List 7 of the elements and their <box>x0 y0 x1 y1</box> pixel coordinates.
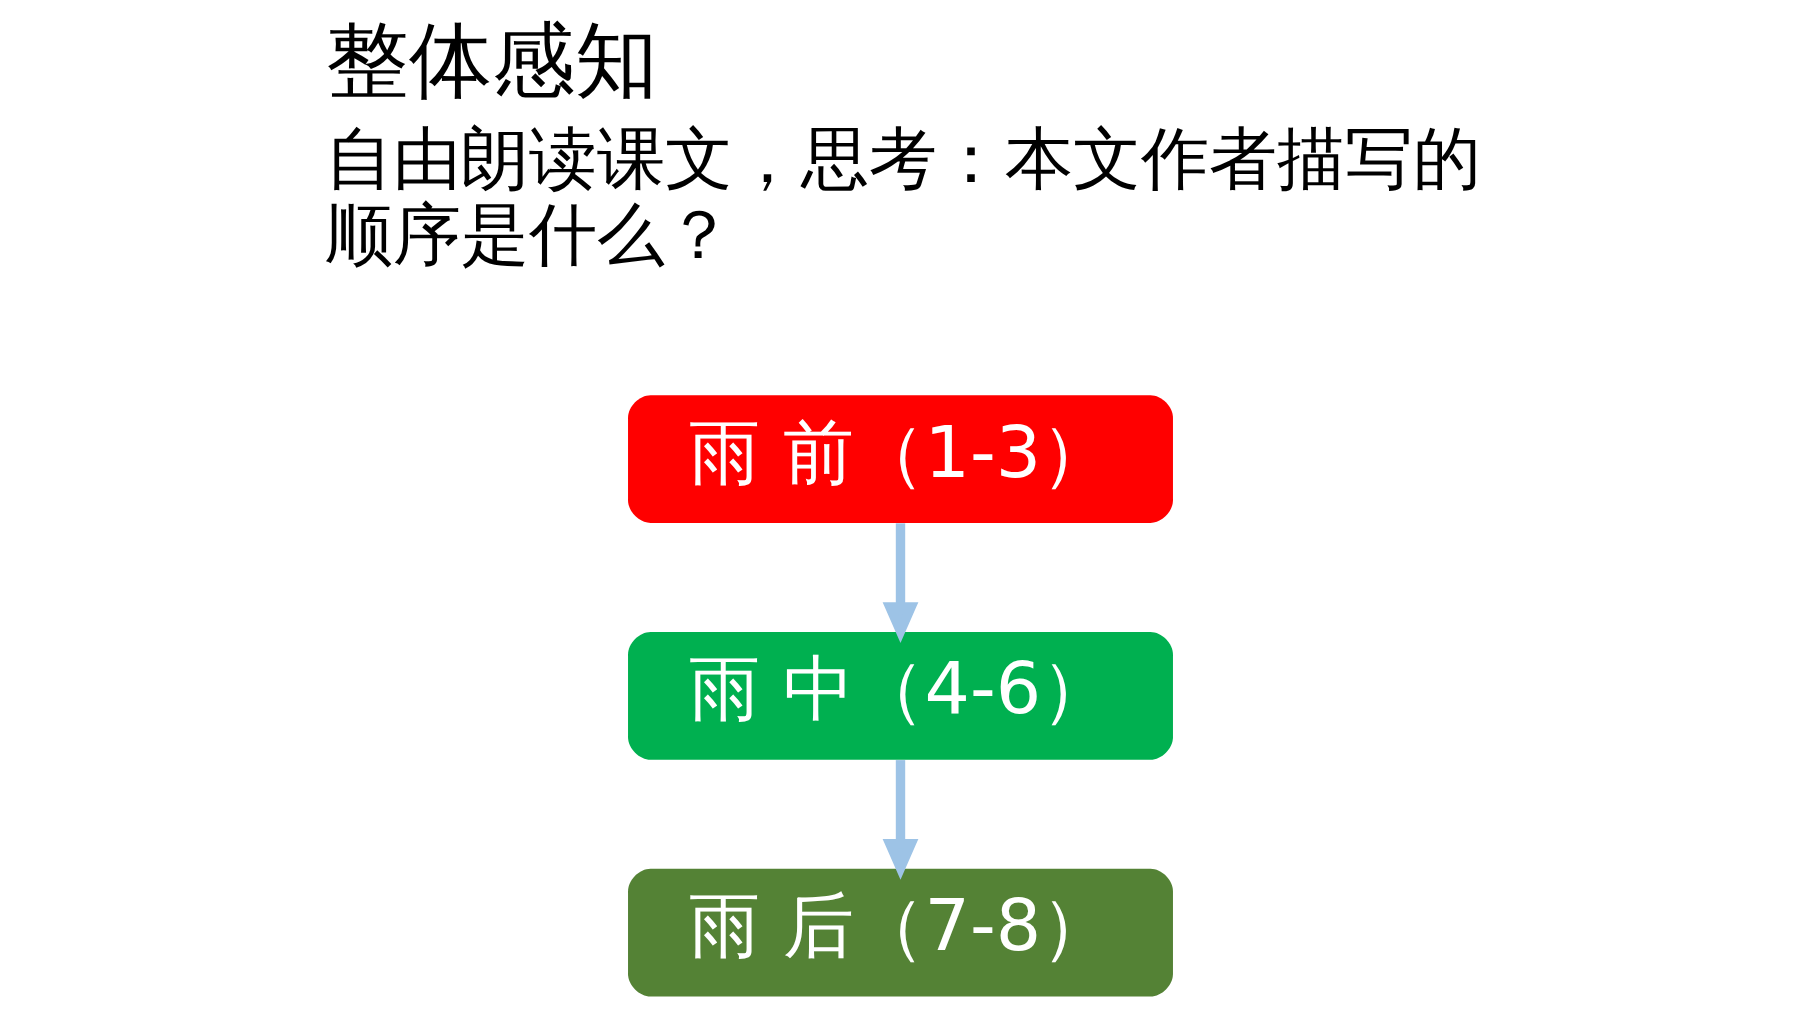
label: 自由朗读课文，思考：本文作者描写的顺序是什么？ <box>324 119 1481 274</box>
arrow <box>882 760 918 880</box>
node-box: 雨 后（7-8） <box>627 868 1173 997</box>
node-box: 雨 前（1-3） <box>627 395 1173 523</box>
arrow <box>882 523 918 644</box>
node-box: 雨 中（4-6） <box>627 631 1173 760</box>
diagram-title: 整体感知 <box>325 12 658 109</box>
